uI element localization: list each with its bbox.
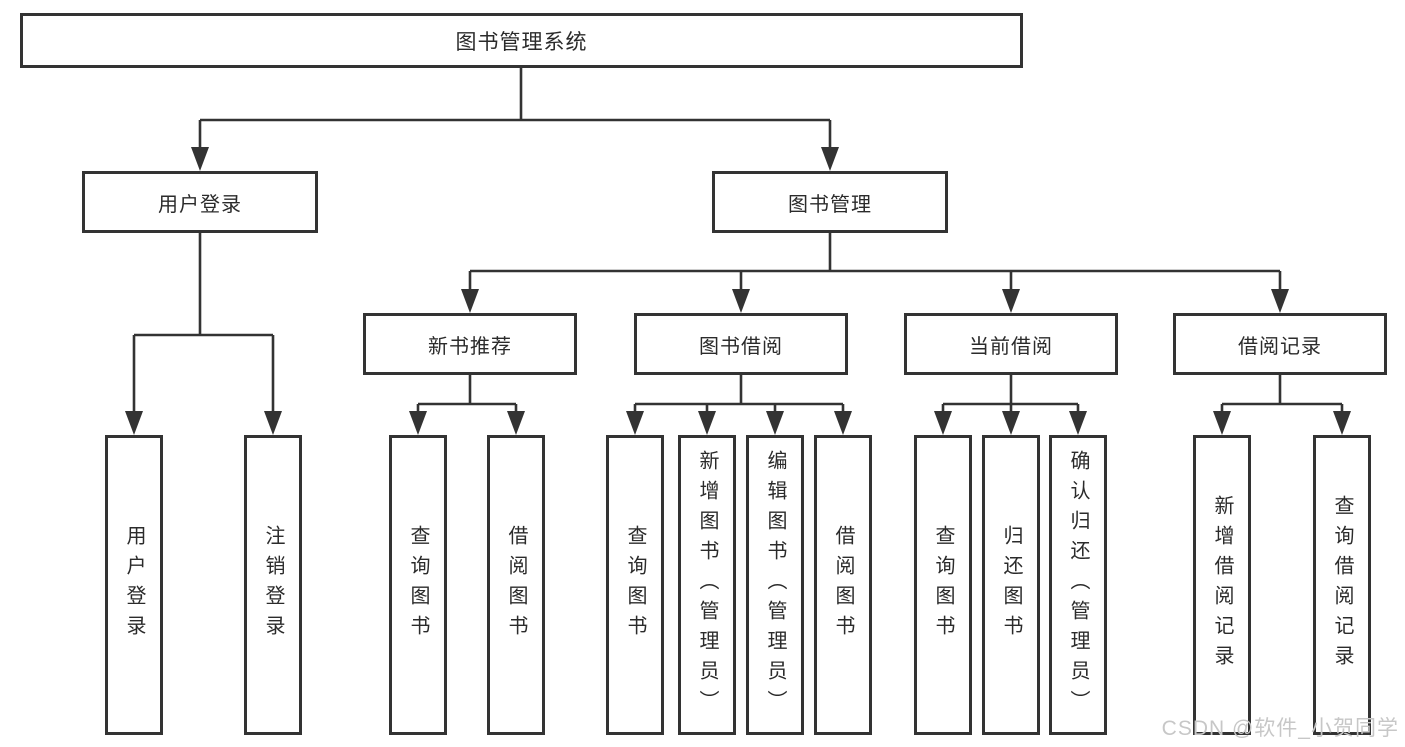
node-new-book-recommend: 新书推荐 (363, 313, 577, 375)
node-leaf-add-books-admin-label: 新增图书（管理员） (696, 450, 718, 720)
node-leaf-query-books-b-label: 查询图书 (624, 525, 646, 645)
node-borrow-records: 借阅记录 (1173, 313, 1387, 375)
node-leaf-logout: 注销登录 (244, 435, 302, 735)
node-leaf-borrow-books-a: 借阅图书 (487, 435, 545, 735)
node-leaf-add-borrow-record: 新增借阅记录 (1193, 435, 1251, 735)
node-leaf-borrow-books-b: 借阅图书 (814, 435, 872, 735)
node-leaf-return-books: 归还图书 (982, 435, 1040, 735)
connector-root-to-level2 (191, 68, 839, 171)
node-current-borrow-label: 当前借阅 (969, 335, 1053, 358)
connector-user-login-to-leaves (125, 233, 282, 435)
node-leaf-query-books-a-label: 查询图书 (407, 525, 429, 645)
node-user-login-label: 用户登录 (158, 193, 242, 216)
node-leaf-user-login: 用户登录 (105, 435, 163, 735)
node-leaf-query-borrow-record-label: 查询借阅记录 (1331, 495, 1353, 675)
node-user-login: 用户登录 (82, 171, 318, 233)
connector-current-borrow-to-leaves (934, 375, 1087, 435)
node-library-system: 图书管理系统 (20, 13, 1023, 68)
node-leaf-borrow-books-b-label: 借阅图书 (832, 525, 854, 645)
node-leaf-logout-label: 注销登录 (262, 525, 284, 645)
node-leaf-confirm-return-admin: 确认归还（管理员） (1049, 435, 1107, 735)
node-book-management-label: 图书管理 (788, 193, 872, 216)
node-leaf-confirm-return-admin-label: 确认归还（管理员） (1067, 450, 1089, 720)
node-book-borrow-label: 图书借阅 (699, 335, 783, 358)
node-leaf-query-borrow-record: 查询借阅记录 (1313, 435, 1371, 735)
node-leaf-user-login-label: 用户登录 (123, 525, 145, 645)
node-leaf-query-books-a: 查询图书 (389, 435, 447, 735)
node-borrow-records-label: 借阅记录 (1238, 335, 1322, 358)
connector-new-book-to-leaves (409, 375, 525, 435)
node-leaf-query-books-b: 查询图书 (606, 435, 664, 735)
node-library-system-label: 图书管理系统 (455, 30, 588, 54)
node-leaf-edit-books-admin: 编辑图书（管理员） (746, 435, 804, 735)
node-leaf-add-borrow-record-label: 新增借阅记录 (1211, 495, 1233, 675)
node-new-book-recommend-label: 新书推荐 (428, 335, 512, 358)
node-leaf-add-books-admin: 新增图书（管理员） (678, 435, 736, 735)
watermark: CSDN @软件_小贺同学 (1161, 717, 1399, 740)
node-current-borrow: 当前借阅 (904, 313, 1118, 375)
node-leaf-query-books-c-label: 查询图书 (932, 525, 954, 645)
connector-book-management-to-level3 (461, 233, 1289, 313)
node-leaf-borrow-books-a-label: 借阅图书 (505, 525, 527, 645)
node-book-management: 图书管理 (712, 171, 948, 233)
connector-book-borrow-to-leaves (626, 375, 852, 435)
node-leaf-return-books-label: 归还图书 (1000, 525, 1022, 645)
node-leaf-edit-books-admin-label: 编辑图书（管理员） (764, 450, 786, 720)
node-book-borrow: 图书借阅 (634, 313, 848, 375)
node-leaf-query-books-c: 查询图书 (914, 435, 972, 735)
connector-borrow-records-to-leaves (1213, 375, 1351, 435)
